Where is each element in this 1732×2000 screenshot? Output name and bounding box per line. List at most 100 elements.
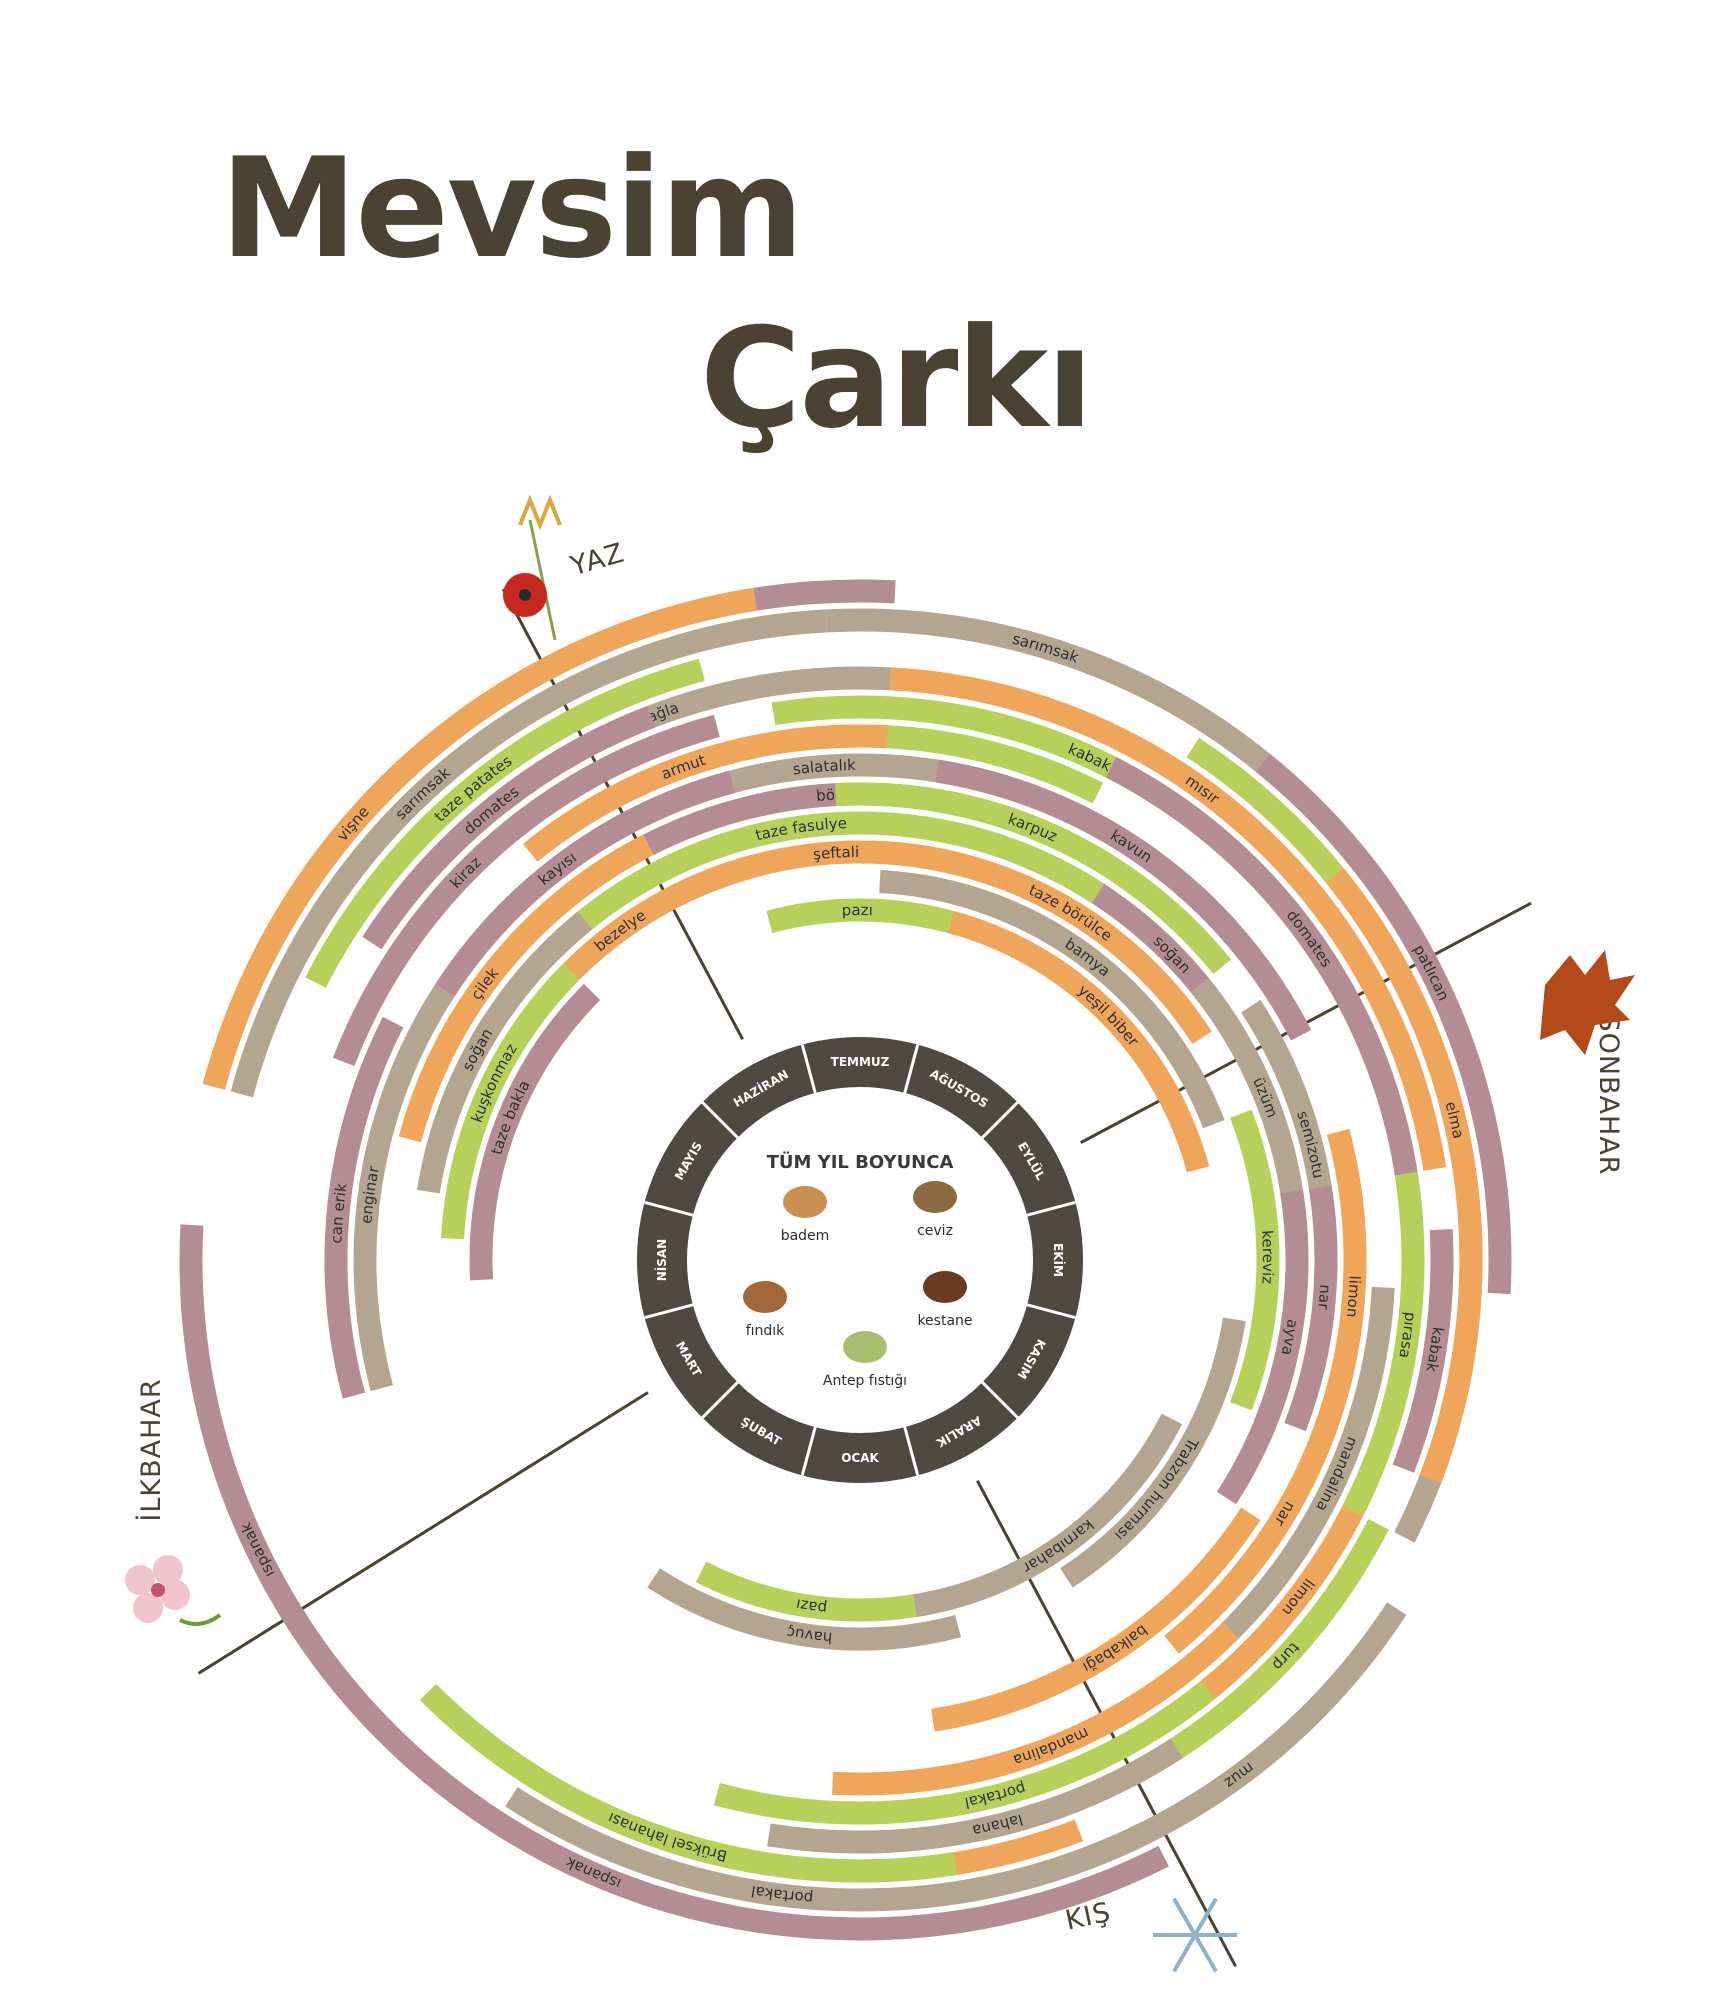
produce-label: pazı (841, 901, 873, 919)
produce-arc (889, 667, 1447, 1171)
produce-label: pazı (795, 1595, 828, 1617)
nut-icon (743, 1281, 787, 1313)
month-divider (981, 1101, 1019, 1139)
produce-arc (324, 1016, 404, 1399)
nut-item: ceviz (913, 1181, 957, 1239)
produce-arc (505, 1787, 1029, 1912)
poppy-wheat-icon (503, 494, 562, 641)
produce-arc (1164, 1385, 1350, 1654)
produce-label: sarımsak (1010, 630, 1081, 667)
produce-arc (825, 608, 1271, 772)
month-label: EKİM (1051, 1243, 1066, 1277)
produce-arc (912, 1413, 1183, 1618)
nut-item: kestane (917, 1271, 973, 1329)
nut-item: fındık (743, 1281, 787, 1339)
produce-label: taze fasulye (754, 814, 848, 844)
produce-label: balkabağı (1080, 1621, 1151, 1676)
season-divider (197, 1391, 649, 1675)
month-divider (701, 1381, 739, 1419)
produce-arc (1230, 1109, 1280, 1411)
produce-label: can erik (327, 1182, 350, 1244)
month-divider (903, 1044, 920, 1094)
produce-arc (695, 1561, 917, 1622)
produce-label: limon (1343, 1275, 1364, 1318)
produce-arc (435, 770, 735, 997)
month-label: NİSAN (654, 1239, 669, 1281)
title-line-1: Mevsim (220, 128, 804, 289)
month-divider (800, 1426, 817, 1476)
produce-arc (766, 898, 954, 934)
produce-arc (305, 658, 705, 988)
nut-label: badem (781, 1228, 830, 1244)
produce-arc (441, 963, 580, 1240)
produce-arc (1060, 1317, 1246, 1588)
nut-item: Antep fıstığı (823, 1331, 907, 1389)
produce-arc (353, 984, 455, 1392)
title-line-2: Çarkı (700, 298, 1094, 459)
produce-label: şeftali (812, 843, 859, 864)
nut-label: kestane (917, 1313, 972, 1329)
produce-arc (1342, 1171, 1425, 1517)
hub-center (690, 1090, 1030, 1430)
produce-arc (831, 1622, 1239, 1796)
produce-arc (917, 874, 1225, 1129)
season-icons (125, 494, 1635, 1973)
season-label: YAZ (566, 537, 628, 582)
month-divider (903, 1426, 920, 1476)
nut-icon (923, 1271, 967, 1303)
nut-icon (913, 1181, 957, 1213)
produce-arc (1284, 1185, 1338, 1432)
month-ring (637, 1037, 1083, 1483)
produce-arc (958, 1602, 1407, 1904)
produce-arc (713, 1680, 1216, 1825)
nut-label: fındık (746, 1323, 785, 1339)
produce-arc (362, 705, 656, 950)
nut-label: Antep fıstığı (823, 1373, 907, 1389)
produce-arc (1325, 868, 1483, 1484)
produce-arc (931, 1507, 1261, 1732)
produce-arc (1255, 753, 1512, 1295)
month-divider (1026, 1200, 1076, 1217)
month-divider (1026, 1303, 1076, 1320)
nut-icon (843, 1331, 887, 1363)
produce-label: havuç (785, 1623, 833, 1647)
produce-arc (180, 1294, 396, 1742)
produce-arc (542, 811, 1105, 960)
produce-arc (398, 834, 654, 1143)
center-title: TÜM YIL BOYUNCA (767, 1151, 954, 1173)
produce-arc (647, 1568, 962, 1651)
produce-arc (253, 689, 502, 962)
produce-arc (935, 759, 1312, 1041)
month-label: OCAK (841, 1451, 879, 1465)
produce-arc (880, 841, 1212, 1045)
produce-label: nar (1314, 1284, 1334, 1311)
produce-arc (1222, 1286, 1395, 1639)
produce-label: salatalık (792, 756, 857, 778)
produce-arc (947, 910, 1210, 1173)
snowflake-icon (1153, 1897, 1237, 1973)
month-label: TEMMUZ (831, 1055, 890, 1069)
produce-arc (523, 724, 889, 862)
produce-arc (417, 911, 593, 1194)
produce-arc (1105, 757, 1424, 1232)
produce-arc (469, 983, 601, 1281)
month-divider (701, 1101, 739, 1139)
produce-arc (767, 1738, 1184, 1854)
nut-label: ceviz (917, 1223, 953, 1239)
produce-arc (1216, 1189, 1309, 1505)
nut-item: badem (781, 1186, 830, 1244)
month-divider (644, 1303, 694, 1320)
produce-arc (230, 609, 828, 1098)
blossom-icon (125, 1555, 222, 1626)
season-label: İLKBAHAR (135, 1378, 167, 1521)
produce-arc (835, 782, 1232, 974)
produce-label: kereviz (1258, 1230, 1277, 1285)
produce-arc (1392, 1228, 1454, 1473)
month-hub: OCAKŞUBATMARTNİSANMAYISHAZİRANTEMMUZAĞUS… (637, 1037, 1083, 1483)
month-divider (644, 1200, 694, 1217)
season-label: SONBAHAR (1593, 1014, 1624, 1175)
produce-arc (332, 714, 720, 1066)
month-divider (981, 1381, 1019, 1419)
produce-arc (419, 1683, 958, 1883)
